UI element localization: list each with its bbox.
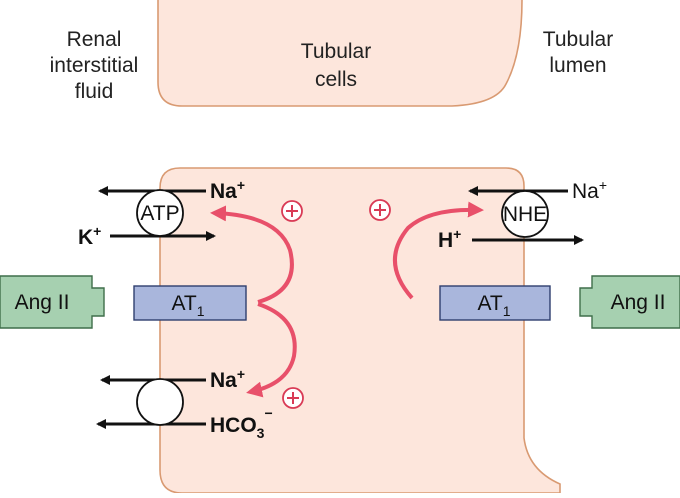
atpase-label: ATP	[140, 202, 179, 225]
nhe-label: NHE	[503, 203, 547, 226]
atpase-transporter	[136, 189, 184, 237]
at1-receptor-right	[439, 285, 551, 321]
cells-label-line2: cells	[315, 68, 357, 91]
na-ion-bottom: Na+	[210, 366, 245, 392]
at1-label-left: AT1	[171, 292, 204, 319]
ang-ii-ligand-left	[0, 275, 105, 329]
ang-ii-ligand-right	[579, 275, 680, 329]
upper-tubular-cell	[157, 0, 523, 107]
na-hco3-cotransporter	[136, 378, 184, 426]
at1-label-right: AT1	[477, 292, 510, 319]
at1-receptor-left	[133, 285, 247, 321]
activation-arrow-to-atpase	[210, 205, 294, 304]
nhe-transporter	[501, 190, 549, 238]
activation-arrow-to-nhe	[393, 201, 484, 300]
interstitial-label-line2: interstitial	[50, 54, 139, 77]
h-ion: H+	[438, 226, 461, 252]
lumen-label-line2: lumen	[549, 54, 606, 77]
plus-sign-left	[281, 200, 303, 222]
plus-sign-center	[369, 199, 391, 221]
na-ion-top-left: Na+	[210, 177, 245, 203]
interstitial-label-line1: Renal	[67, 28, 122, 51]
activation-arrow-to-cotransporter	[246, 302, 297, 398]
cells-label-line1: Tubular	[301, 40, 371, 63]
interstitial-label-line3: fluid	[75, 80, 114, 103]
ang-ii-label-right: Ang II	[611, 291, 666, 314]
k-ion: K+	[78, 223, 101, 249]
plus-sign-bottom	[282, 387, 304, 409]
na-ion-top-right: Na+	[572, 177, 607, 203]
ang-ii-label-left: Ang II	[15, 291, 70, 314]
main-tubular-cell	[159, 167, 561, 494]
lumen-label-line1: Tubular	[543, 28, 613, 51]
hco3-ion: HCO3−	[210, 405, 273, 441]
